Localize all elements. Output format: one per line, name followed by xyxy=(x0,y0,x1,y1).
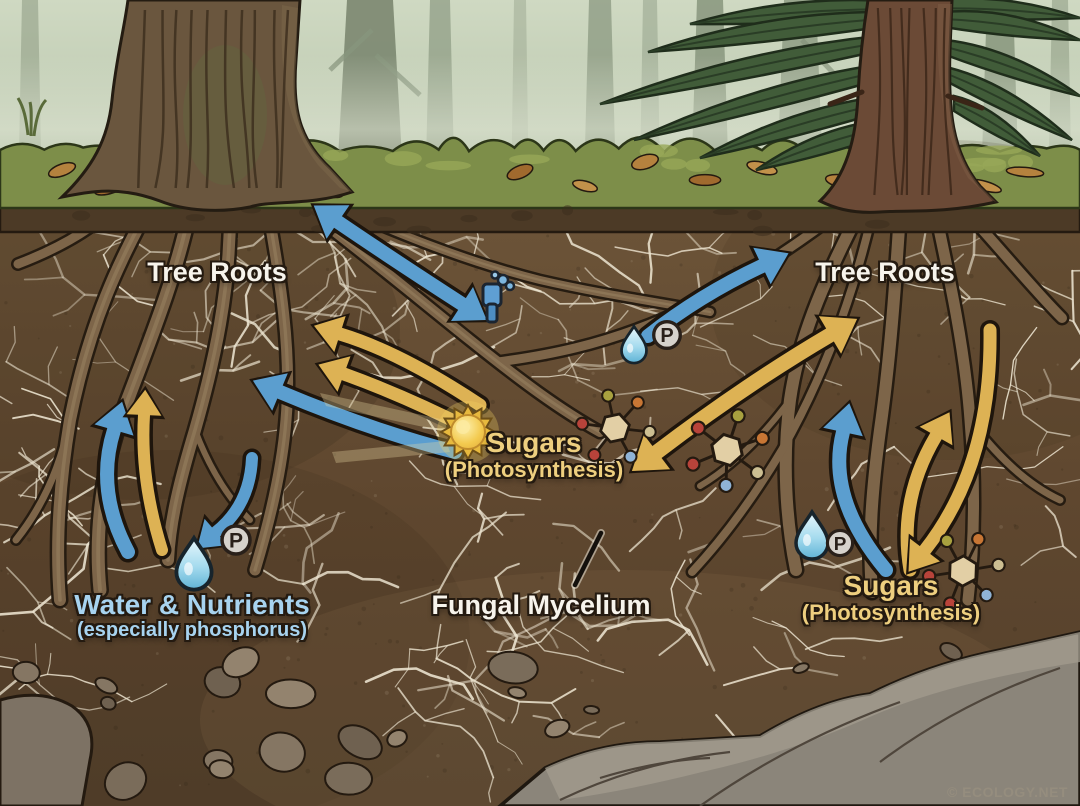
diagram-icons xyxy=(174,270,1019,625)
water-arrow xyxy=(193,448,262,552)
sugar-arrow xyxy=(906,320,1001,575)
phosphorus-badge xyxy=(825,528,855,558)
sugars-center-line1: Sugars xyxy=(486,427,582,458)
copyright-text: © ECOLOGY.NET xyxy=(946,784,1068,800)
sugars-right-line2: (Photosynthesis) xyxy=(801,600,981,626)
sugars-right-label: Sugars (Photosynthesis) xyxy=(801,570,981,626)
sugar-arrow xyxy=(310,313,490,415)
mineral-deposit-icon xyxy=(481,270,516,324)
left-tree xyxy=(57,0,355,212)
root-systems xyxy=(10,193,1070,609)
water-nutrients-line1: Water & Nutrients xyxy=(74,589,310,620)
sun-rays xyxy=(320,393,450,463)
sugars-center-line2: (Photosynthesis) xyxy=(444,457,624,483)
water-arrow xyxy=(249,370,466,463)
sugar-exchange-arrow xyxy=(628,314,861,474)
water-nutrients-line2: (especially phosphorus) xyxy=(76,619,308,642)
tree-roots-right-label: Tree Roots xyxy=(815,257,955,287)
water-arrow xyxy=(89,397,139,563)
water-arrow xyxy=(818,399,897,581)
nutrient-flow-arrows xyxy=(89,203,1001,581)
phosphorus-badge xyxy=(652,320,682,350)
phosphorus-badge xyxy=(220,524,252,556)
pointer-slash xyxy=(571,529,605,589)
right-tree-conifer xyxy=(599,0,1080,214)
sugar-arrow xyxy=(122,385,172,560)
sugars-center-label: Sugars (Photosynthesis) xyxy=(444,427,624,483)
bedrock xyxy=(0,630,1080,806)
water-exchange-arrow xyxy=(310,203,490,323)
sugars-right-line1: Sugars xyxy=(843,570,939,601)
tree-roots-left-label: Tree Roots xyxy=(147,257,287,287)
fungal-mycelium-label: Fungal Mycelium xyxy=(431,590,651,620)
sun-icon xyxy=(437,401,499,463)
water-nutrients-label: Water & Nutrients (especially phosphorus… xyxy=(74,589,310,642)
grass-tuft xyxy=(16,97,48,137)
